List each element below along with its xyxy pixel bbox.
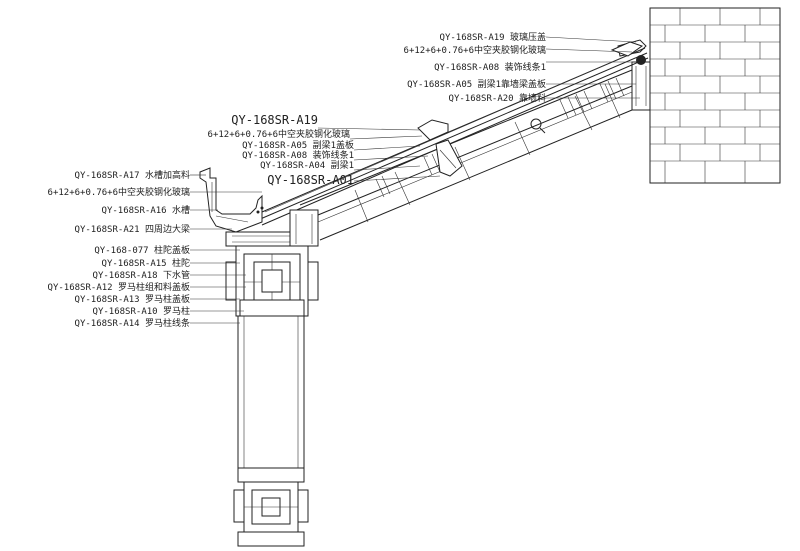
label-right-4: QY-168SR-A05 副梁1靠墙梁盖板 [407, 78, 546, 90]
label-middle-1: QY-168SR-A19 [231, 113, 318, 127]
gutter-assembly [199, 167, 319, 247]
labels-left: QY-168SR-A17 水槽加高料 6+12+6+0.76+6中空夹胶钢化玻璃… [48, 169, 190, 329]
label-left-9: QY-168SR-A13 罗马柱盖板 [75, 293, 190, 305]
column-base [233, 467, 309, 547]
label-middle-5: QY-168SR-A04 副梁1 [260, 159, 354, 171]
column-head [225, 245, 319, 317]
labels-middle: QY-168SR-A19 6+12+6+0.76+6中空夹胶钢化玻璃 QY-16… [208, 113, 354, 187]
magnifier-icon [530, 118, 546, 134]
sloped-roof [254, 41, 649, 241]
label-middle-6: QY-168SR-A01 [267, 173, 354, 187]
label-right-5: QY-168SR-A20 靠墙料 [449, 92, 546, 104]
label-left-6: QY-168SR-A15 柱陀 [102, 257, 190, 269]
label-right-2: 6+12+6+0.76+6中空夹胶钢化玻璃 [404, 44, 546, 56]
label-left-8: QY-168SR-A12 罗马柱组和料盖板 [48, 281, 190, 293]
roman-column [237, 316, 305, 470]
label-middle-4: QY-168SR-A08 装饰线条1 [242, 149, 354, 161]
label-left-4: QY-168SR-A21 四周边大梁 [75, 223, 190, 235]
label-left-11: QY-168SR-A14 罗马柱线条 [75, 317, 190, 329]
label-right-3: QY-168SR-A08 装饰线条1 [434, 61, 546, 73]
label-right-1: QY-168SR-A19 玻璃压盖 [440, 31, 546, 43]
label-left-7: QY-168SR-A18 下水管 [93, 269, 190, 281]
label-left-5: QY-168-077 柱陀盖板 [94, 244, 190, 256]
brick-wall [649, 7, 781, 184]
label-left-3: QY-168SR-A16 水槽 [102, 204, 190, 216]
label-left-1: QY-168SR-A17 水槽加高料 [75, 169, 190, 181]
label-middle-3: QY-168SR-A05 副梁1盖板 [242, 139, 354, 151]
label-left-2: 6+12+6+0.76+6中空夹胶钢化玻璃 [48, 186, 190, 198]
label-middle-2: 6+12+6+0.76+6中空夹胶钢化玻璃 [208, 128, 350, 140]
label-left-10: QY-168SR-A10 罗马柱 [93, 305, 190, 317]
labels-right: QY-168SR-A19 玻璃压盖 6+12+6+0.76+6中空夹胶钢化玻璃 … [404, 31, 546, 104]
leader-lines [190, 36, 640, 324]
